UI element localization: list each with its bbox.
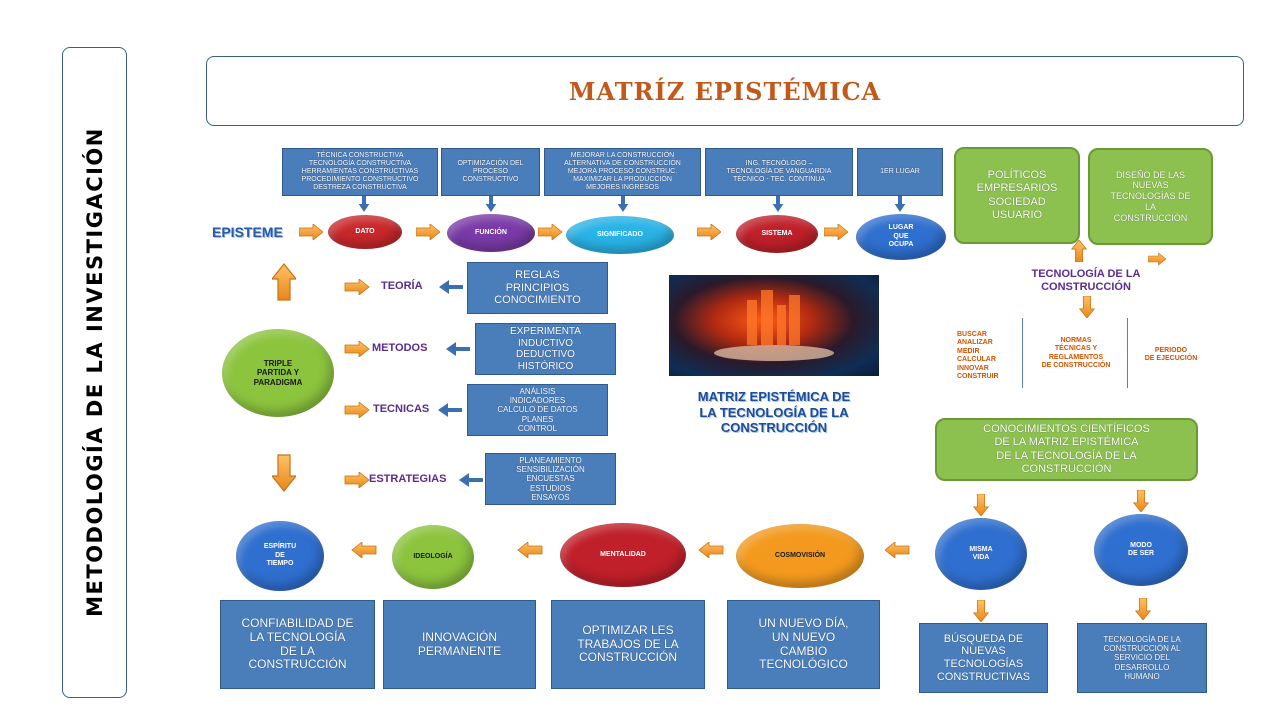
arrow-down-triple [272,454,296,492]
construction-photo [669,275,879,376]
side-title: METODOLOGÍA DE LA INVESTIGACIÓN [83,127,107,617]
box-optimizar: OPTIMIZAR LES TRABAJOS DE LA CONSTRUCCIÓ… [551,600,705,689]
oval-funcion: FUNCIÓN [447,214,535,252]
col-periodo: PERIODO DE EJECUCIÓN [1144,347,1198,363]
divider-2 [1127,318,1128,388]
oval-dato: DATO [328,215,402,249]
top-box-sistema: ING. TECNÓLOGO – TECNOLOGÍA DE VANGUARDI… [705,148,853,196]
arrow-down-misma-vida [973,494,989,516]
arrow-up-triple [272,263,296,301]
blue-arrow-teoria [439,280,463,294]
arrow-mentalidad-ideologia [517,542,543,558]
label-teoria: TEORÍA [381,280,423,292]
center-caption: MATRIZ EPISTÉMICA DE LA TECNOLOGÍA DE LA… [697,389,851,436]
arrow-tecnicas [344,402,370,418]
blue-arrow-down-1 [358,196,370,212]
box-nuevo-dia: UN NUEVO DÍA, UN NUEVO CAMBIO TECNOLÓGIC… [727,600,880,689]
arrow-cosmovision-mentalidad [698,542,724,558]
episteme-label: EPISTEME [212,224,283,240]
blue-arrow-down-4 [772,196,784,212]
box-tecnicas: ANÁLISIS INDICADORES CALCULO DE DATOS PL… [467,384,608,436]
blue-arrow-down-5 [894,196,906,212]
box-teoria: REGLAS PRINCIPIOS CONOCIMIENTO [467,262,608,314]
top-box-lugar: 1ER LUGAR [857,148,943,196]
oval-significado: SIGNIFICADO [566,216,674,254]
label-estrategias: ESTRATEGIAS [369,473,447,485]
arrow-sistema-lugar [824,224,848,240]
green-box-politicos: POLÍTICOS EMPRESARIOS SOCIEDAD USUARIO [954,147,1080,244]
blue-arrow-metodos [446,342,470,356]
divider-1 [1022,318,1023,388]
arrow-down-busqueda [973,600,989,622]
page-title: MATRÍZ EPISTÉMICA [568,76,882,106]
arrow-misma-vida-cosmovision [884,542,910,558]
arrow-significado-sistema [697,224,721,240]
tech-construccion-label: TECNOLOGÍA DE LA CONSTRUCCIÓN [1031,268,1141,293]
oval-cosmovision: COSMOVISIÓN [736,524,864,588]
arrow-right-up-tech [1148,252,1166,266]
label-tecnicas: TECNICAS [373,403,430,415]
side-panel [62,47,127,698]
arrow-ideologia-espiritu [351,542,377,558]
box-servicio: TECNOLOGÍA DE LA CONSTRUCCIÓN AL SERVICI… [1077,623,1207,693]
box-busqueda: BÚSQUEDA DE NUEVAS TECNOLOGÍAS CONSTRUCT… [919,623,1048,693]
arrow-funcion-significado [538,224,562,240]
top-box-funcion: OPTIMIZACIÓN DEL PROCESO CONSTRUCTIVO [441,148,540,196]
blue-arrow-estrategias [459,473,483,487]
arrow-down-tech [1079,296,1095,318]
arrow-down-modo-ser [1133,490,1149,512]
top-box-dato: TÉCNICA CONSTRUCTIVA TECNOLOGÍA CONSTRUC… [282,148,438,196]
oval-ideologia: IDEOLOGÍA [392,525,474,589]
knowledge-box: CONOCIMIENTOS CIENTÍFICOS DE LA MATRIZ E… [935,418,1198,481]
oval-sistema: SISTEMA [736,215,818,253]
oval-modo-ser: MODO DE SER [1094,514,1188,586]
blue-arrow-down-3 [617,196,629,212]
box-innovacion: INNOVACIÓN PERMANENTE [383,600,536,689]
col-normas: NORMAS TÉCNICAS Y REGLAMENTOS DE CONSTRU… [1041,337,1111,370]
arrow-episteme-dato [299,224,323,240]
arrow-metodos [344,341,370,357]
city-hand-illustration [714,290,834,361]
blue-arrow-down-2 [485,196,497,212]
arrow-dato-funcion [416,224,440,240]
col-buscar: BUSCAR ANALIZAR MEDIR CALCULAR INNOVAR C… [957,331,999,380]
oval-lugar: LUGAR QUE OCUPA [856,214,946,260]
oval-mentalidad: MENTALIDAD [560,523,686,587]
blue-arrow-tecnicas [438,403,462,417]
top-box-significado: MEJORAR LA CONSTRUCCIÓN ALTERNATIVA DE C… [544,148,701,196]
arrow-estrategias [344,472,370,488]
oval-misma-vida: MISMA VIDA [935,518,1027,590]
box-estrategias: PLANEAMIENTO SENSIBILIZACIÓN ENCUESTAS E… [485,453,616,505]
circle-triple-partida: TRIPLE PARTIDA Y PARADIGMA [222,329,334,417]
oval-espiritu-tiempo: ESPÍRITU DE TIEMPO [236,521,324,591]
green-box-diseno: DISEÑO DE LAS NUEVAS TECNOLOGÍAS DE LA C… [1088,148,1213,245]
title-box: MATRÍZ EPISTÉMICA [206,56,1244,126]
arrow-teoria [344,279,370,295]
box-confiabilidad: CONFIABILIDAD DE LA TECNOLOGÍA DE LA CON… [220,600,375,689]
box-metodos: EXPERIMENTA INDUCTIVO DEDUCTIVO HISTÓRIC… [475,323,616,375]
arrow-up-tech [1071,240,1087,262]
label-metodos: METODOS [372,342,428,354]
arrow-down-servicio [1135,598,1151,620]
